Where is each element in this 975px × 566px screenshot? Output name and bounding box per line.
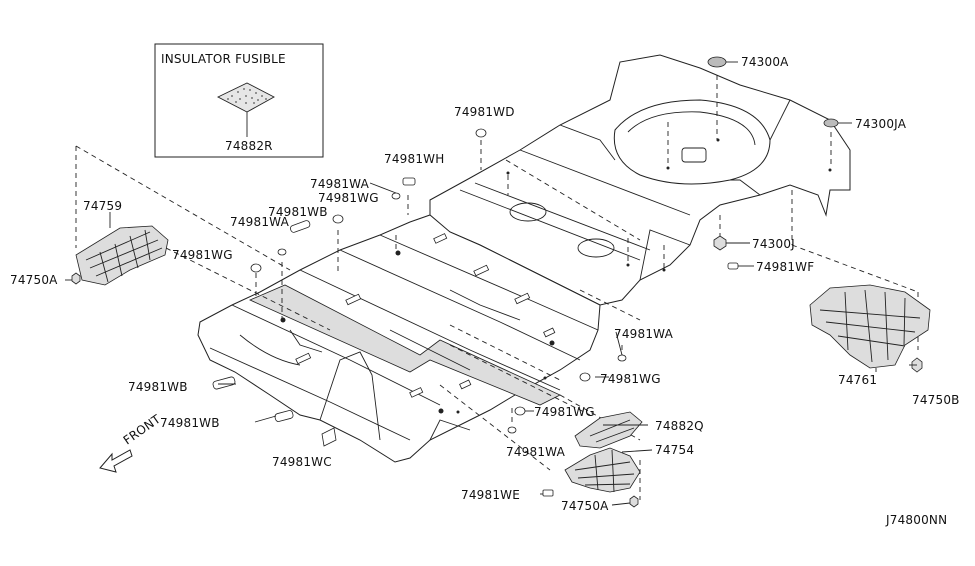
clip-74981WA-1-icon	[391, 192, 401, 200]
clip-74981WC-icon	[321, 427, 337, 447]
label-74882Q: 74882Q	[655, 419, 704, 433]
label-74981WA-3: 74981WA	[614, 327, 674, 341]
label-74981WG-1: 74981WG	[318, 191, 379, 205]
label-74750A-2: 74750A	[561, 499, 609, 513]
clip-74981WB-2-icon	[212, 376, 236, 390]
clip-74981WB-1-icon	[290, 220, 311, 233]
label-74981WD: 74981WD	[454, 105, 515, 119]
label-74750B: 74750B	[912, 393, 960, 407]
clip-74981WD-icon	[475, 128, 487, 138]
label-74981WC: 74981WC	[272, 455, 332, 469]
inset-title: INSULATOR FUSIBLE	[161, 52, 286, 66]
label-74759: 74759	[83, 199, 122, 213]
label-74981WB-2: 74981WB	[128, 380, 188, 394]
clip-74981WH-icon	[402, 177, 416, 186]
label-74981WG-4: 74981WG	[534, 405, 595, 419]
label-74300JA: 74300JA	[855, 117, 907, 131]
label-74981WG-2: 74981WG	[172, 248, 233, 262]
label-74981WA-1: 74981WA	[310, 177, 370, 191]
plug-74300JA-icon	[823, 118, 839, 128]
label-74981WA-2: 74981WA	[230, 215, 290, 229]
floor-panel	[197, 54, 851, 463]
label-74761: 74761	[838, 373, 877, 387]
label-74754: 74754	[655, 443, 694, 457]
label-74981WA-4: 74981WA	[506, 445, 566, 459]
clip-74981WG-4-icon	[514, 406, 526, 416]
part-labels: 74300A 74300JA 74300J 74981WD 74981WH 74…	[10, 55, 960, 513]
clip-74981WA-2-icon	[277, 248, 287, 256]
clip-74981WF-icon	[727, 262, 739, 270]
label-74981WH: 74981WH	[384, 152, 444, 166]
clip-74981WB-3-icon	[274, 410, 294, 422]
label-74750A-1: 74750A	[10, 273, 58, 287]
label-74300J: 74300J	[752, 237, 795, 251]
nut-74750A-left-icon	[71, 272, 81, 285]
label-74981WE: 74981WE	[461, 488, 520, 502]
diagram-code: J74800NN	[885, 513, 947, 527]
insulator-74754	[564, 447, 641, 493]
label-leaders	[65, 61, 917, 506]
clip-74981WG-2-icon	[250, 263, 262, 273]
dashed-leaders	[75, 75, 919, 500]
insulator-pad-icon	[216, 82, 275, 113]
clip-74981WG-1-icon	[332, 214, 344, 224]
label-74981WF: 74981WF	[756, 260, 814, 274]
inset-part-number: 74882R	[225, 139, 273, 153]
insulator-74759	[75, 225, 169, 286]
grommets-and-clips	[71, 56, 923, 508]
nut-74750A-bottom-icon	[629, 495, 639, 508]
clip-74981WG-3-icon	[579, 372, 591, 382]
label-74300A: 74300A	[741, 55, 789, 69]
insulator-fusible-inset: INSULATOR FUSIBLE 74882R	[154, 43, 324, 158]
front-label: FRONT	[121, 412, 164, 448]
plug-74300A-icon	[707, 56, 727, 68]
insulator-74882Q	[574, 411, 643, 449]
clip-74981WA-3-icon	[617, 354, 627, 362]
label-74981WB-1: 74981WB	[268, 205, 328, 219]
clip-74981WA-4-icon	[507, 426, 517, 434]
front-arrow-icon	[99, 449, 133, 473]
nut-74300J-icon	[713, 235, 727, 251]
clip-74981WE-icon	[542, 489, 554, 497]
label-74981WG-3: 74981WG	[600, 372, 661, 386]
insulator-74761	[809, 284, 931, 369]
label-74981WB-3: 74981WB	[160, 416, 220, 430]
